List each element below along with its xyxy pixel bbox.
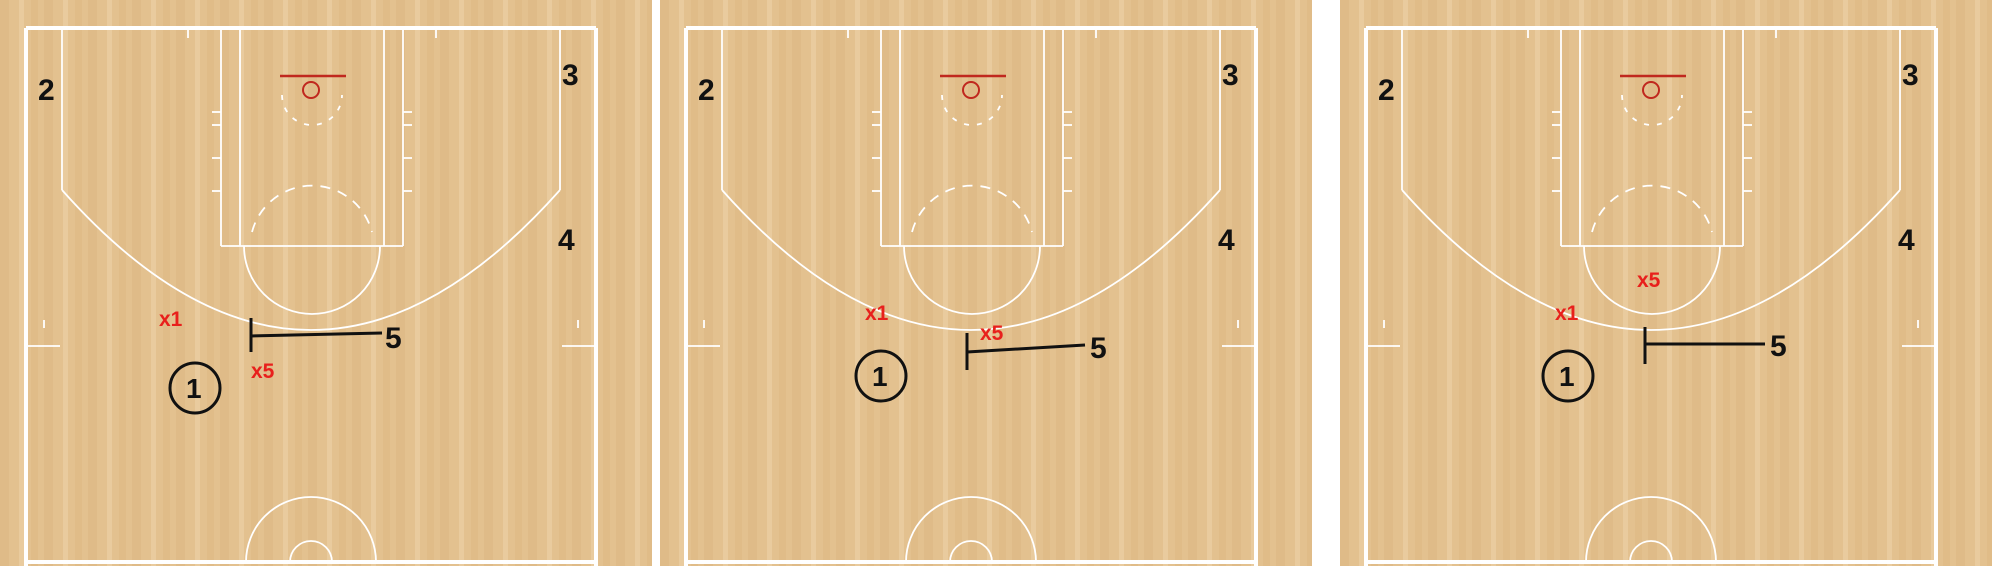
defender-x1: x1 (159, 308, 183, 331)
screen-line (966, 343, 1086, 354)
player-5: 5 (1770, 330, 1787, 363)
ball-handler-circle (854, 349, 908, 403)
player-5: 5 (385, 322, 402, 355)
player-4: 4 (1218, 224, 1235, 257)
court-svg-2: 2 3 4 5 1 x1 x5 (660, 0, 1312, 566)
screen-line (250, 331, 383, 338)
player-2: 2 (698, 74, 715, 107)
rim (962, 81, 980, 99)
rim (302, 81, 320, 99)
court-floor (0, 0, 652, 566)
player-2: 2 (1378, 74, 1395, 107)
player-1: 1 (872, 361, 888, 392)
player-3: 3 (562, 59, 579, 92)
defender-x1: x1 (1555, 302, 1579, 325)
court-lines (24, 26, 598, 566)
player-3: 3 (1902, 59, 1919, 92)
ball-handler-circle (168, 361, 222, 415)
defender-x5: x5 (1637, 269, 1661, 292)
player-2: 2 (38, 74, 55, 107)
defender-x1: x1 (865, 302, 889, 325)
court-lines (1364, 26, 1938, 566)
court-svg-3: 2 3 4 5 1 x1 x5 (1340, 0, 1992, 566)
player-5: 5 (1090, 332, 1107, 365)
defender-x5: x5 (980, 322, 1004, 345)
player-4: 4 (1898, 224, 1915, 257)
court-panel-2: 2 3 4 5 1 x1 x5 (660, 0, 1312, 566)
court-floor (660, 0, 1312, 566)
player-1: 1 (186, 373, 202, 404)
court-floor (1340, 0, 1992, 566)
player-4: 4 (558, 224, 575, 257)
court-svg-1: 2 3 4 5 1 x1 x5 (0, 0, 652, 566)
rim (1642, 81, 1660, 99)
court-lines (684, 26, 1258, 566)
player-3: 3 (1222, 59, 1239, 92)
player-1: 1 (1559, 361, 1575, 392)
ball-handler-circle (1541, 349, 1595, 403)
court-panel-1: 2 3 4 5 1 x1 x5 (0, 0, 652, 566)
court-panel-3: 2 3 4 5 1 x1 x5 (1340, 0, 1992, 566)
defender-x5: x5 (251, 360, 275, 383)
